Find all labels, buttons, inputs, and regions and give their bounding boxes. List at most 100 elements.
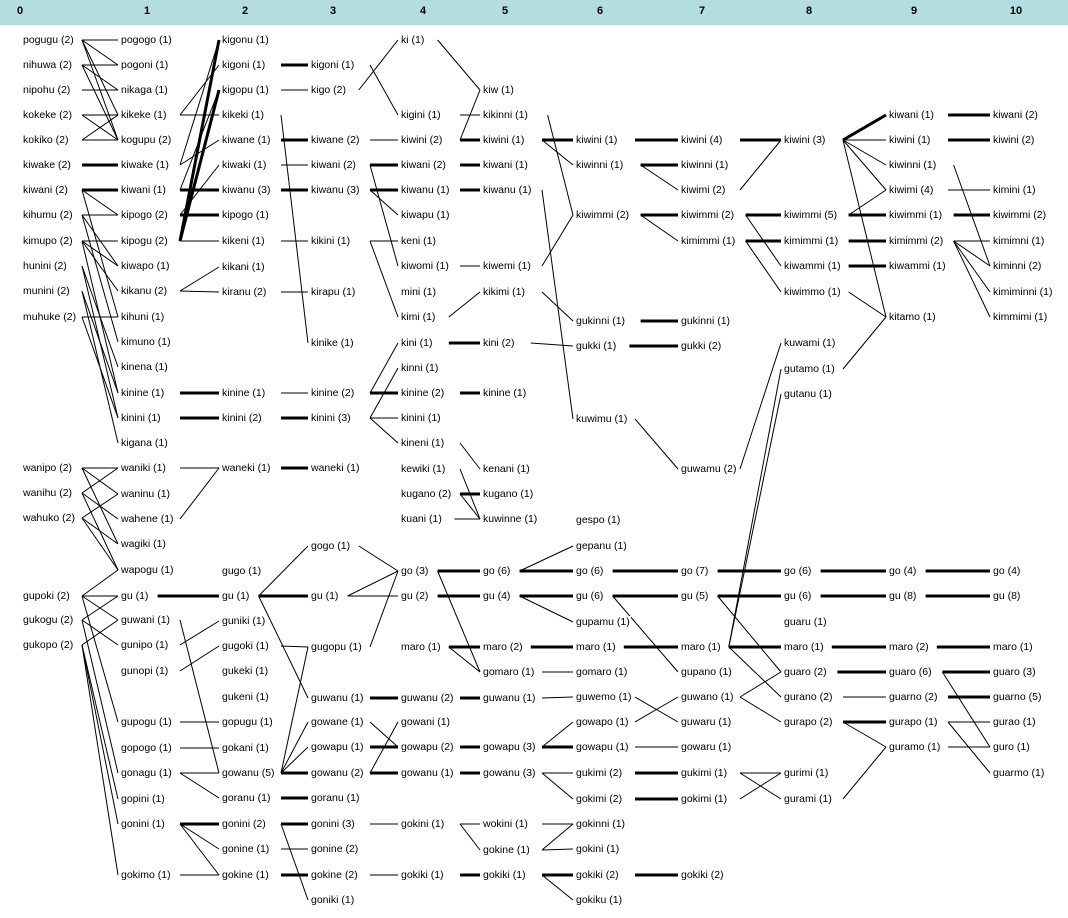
lineage-node: kitamo (1) (888, 311, 937, 323)
lineage-node: kinini (2) (221, 412, 263, 424)
lineage-node: kiwinni (1) (888, 159, 938, 171)
lineage-node: gurano (2) (783, 691, 834, 703)
link (369, 367, 399, 419)
lineage-node: kigopu (1) (221, 84, 270, 96)
lineage-node: guwemo (1) (575, 691, 633, 703)
lineage-node: gokimo (1) (120, 869, 172, 881)
lineage-node: gukopo (2) (22, 639, 75, 651)
link (81, 595, 119, 723)
link (519, 545, 574, 572)
lineage-node: waneki (1) (221, 462, 272, 474)
lineage-node: gonini (3) (310, 818, 356, 830)
lineage-node: kiwimmi (2) (992, 209, 1048, 221)
link (541, 189, 574, 420)
lineage-node: gopugu (1) (221, 716, 274, 728)
lineage-node: guwanu (1) (482, 692, 537, 704)
lineage-node: kiwani (1) (888, 109, 935, 121)
lineage-node: gupano (1) (680, 666, 733, 678)
link (258, 595, 309, 699)
lineage-node: ki (1) (400, 34, 426, 46)
lineage-node: kigoni (1) (221, 59, 267, 71)
lineage-node: wahene (1) (120, 513, 175, 525)
lineage-node: kinine (2) (400, 387, 446, 399)
lineage-node: go (6) (482, 565, 512, 577)
link (369, 721, 399, 774)
link (258, 545, 309, 597)
link (541, 721, 574, 748)
lineage-node: maro (1) (992, 641, 1034, 653)
link (179, 645, 220, 672)
strong-link (842, 113, 887, 142)
lineage-node: kini (2) (482, 337, 516, 349)
lineage-node: go (6) (783, 565, 813, 577)
lineage-node: kiwapu (1) (400, 209, 451, 221)
lineage-node: kiwammi (1) (888, 260, 947, 272)
lineage-node: gowaru (1) (680, 741, 733, 753)
link (358, 39, 399, 91)
lineage-node: gupamu (1) (575, 616, 631, 628)
lineage-node: kuwimu (1) (575, 413, 629, 425)
lineage-node: guarno (5) (992, 691, 1043, 703)
lineage-node: nihuwa (2) (22, 59, 74, 71)
lineage-node: kiminni (2) (992, 260, 1043, 272)
link (179, 139, 220, 166)
lineage-node: kikeke (1) (120, 109, 168, 121)
link (369, 570, 399, 648)
generation-label-7: 7 (698, 5, 706, 17)
link (179, 467, 220, 520)
lineage-node: kiwani (2) (992, 109, 1039, 121)
lineage-node: kiwanu (1) (482, 184, 533, 196)
lineage-node: kikinni (1) (482, 109, 529, 121)
lineage-node: gowapu (1) (310, 741, 365, 753)
link (953, 164, 991, 267)
link (459, 468, 481, 520)
lineage-node: gu (4) (482, 590, 512, 602)
link (459, 442, 481, 470)
link (745, 240, 782, 293)
lineage-node: kinini (1) (400, 412, 442, 424)
generation-label-1: 1 (143, 5, 151, 17)
lineage-node: gogo (1) (310, 540, 352, 552)
lineage-node: gowapu (2) (400, 741, 455, 753)
link (81, 644, 119, 825)
lineage-node: maro (1) (783, 641, 825, 653)
lineage-node: go (7) (680, 565, 710, 577)
lineage-node: kinini (1) (120, 412, 162, 424)
lineage-node: gurao (1) (992, 716, 1037, 728)
lineage-node: gukimi (1) (680, 767, 729, 779)
lineage-node: gonagu (1) (120, 767, 173, 779)
lineage-node: kiwake (1) (120, 159, 170, 171)
lineage-node: guaro (6) (888, 666, 933, 678)
lineage-node: kiwani (2) (400, 159, 447, 171)
lineage-node: guwani (1) (120, 614, 172, 626)
lineage-node: guaro (3) (992, 666, 1037, 678)
link (448, 646, 481, 673)
lineage-node: kiwinni (1) (680, 159, 730, 171)
link (280, 646, 309, 774)
lineage-node: gukeki (1) (221, 665, 270, 677)
lineage-node: kuwami (1) (783, 337, 837, 349)
lineage-node: guaro (2) (783, 666, 828, 678)
link (81, 595, 119, 621)
generation-label-5: 5 (501, 5, 509, 17)
generation-label-9: 9 (910, 5, 918, 17)
lineage-node: gowapu (1) (575, 741, 630, 753)
lineage-node: gupogu (1) (120, 716, 173, 728)
lineage-node: wagiki (1) (120, 538, 167, 550)
link (739, 772, 782, 800)
lineage-node: gukinni (1) (680, 315, 732, 327)
lineage-node: goranu (1) (221, 792, 272, 804)
link (280, 114, 309, 344)
lineage-node: wokini (1) (482, 818, 529, 830)
link (717, 595, 782, 673)
lineage-node: gopogo (1) (120, 742, 173, 754)
lineage-node: kigana (1) (120, 437, 169, 449)
lineage-node: guwaru (1) (680, 716, 733, 728)
lineage-node: kiranu (2) (221, 286, 268, 298)
generation-label-2: 2 (241, 5, 249, 17)
lineage-node: kinine (1) (221, 387, 267, 399)
lineage-node: guwanu (1) (310, 692, 365, 704)
lineage-node: kinini (3) (310, 412, 352, 424)
